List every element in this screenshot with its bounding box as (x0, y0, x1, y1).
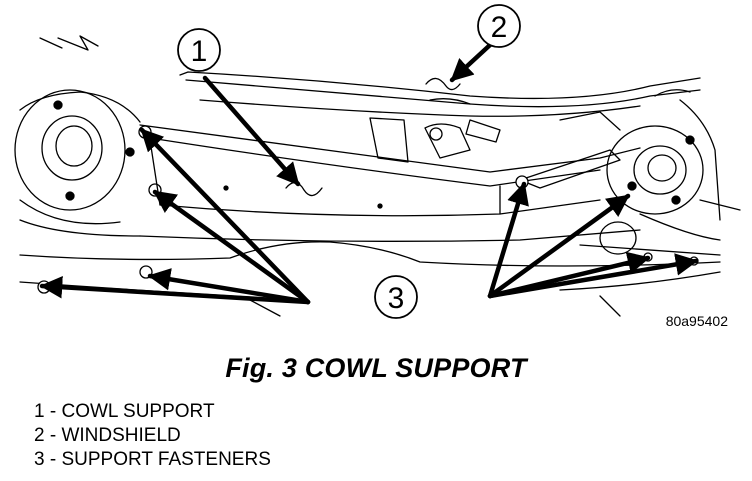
callout-3: 3 (374, 275, 418, 319)
windshield-lower-edge (179, 71, 701, 100)
arrow-fastener-1 (139, 127, 311, 305)
wiper-linkage (369, 98, 621, 163)
legend-separator: - (44, 449, 62, 470)
left-strut-tower (14, 89, 162, 225)
leader-arrows (39, 42, 699, 305)
arrow-fastener-6 (487, 193, 631, 299)
legend-separator: - (44, 425, 62, 446)
right-strut-tower (599, 89, 721, 255)
callout-circle (177, 28, 221, 72)
callout-number: 1 (191, 35, 208, 68)
legend-item: 2 - WINDSHIELD (34, 424, 271, 448)
arrow-fastener-5 (487, 181, 529, 299)
callout-1: 1 (177, 28, 221, 72)
arrow-cowl-support (202, 75, 301, 187)
arrow-fastener-3 (147, 268, 311, 305)
figure-reference-code: 80a95402 (666, 313, 729, 329)
cowl-support-bar (139, 124, 641, 242)
callout-number: 3 (388, 282, 405, 315)
legend-item: 1 - COWL SUPPORT (34, 400, 271, 424)
legend-label: SUPPORT FASTENERS (61, 449, 271, 470)
legend-separator: - (44, 401, 62, 422)
windshield-wave-mark (425, 77, 461, 91)
legend-label: WINDSHIELD (61, 425, 181, 446)
arrow-fastener-4 (39, 275, 311, 305)
legend-number: 1 (34, 401, 45, 422)
cowl-wave-mark (285, 181, 323, 197)
figure-caption: Fig. 3 COWL SUPPORT (225, 353, 527, 383)
arrow-fastener-2 (152, 189, 311, 305)
legend-number: 2 (34, 425, 45, 446)
callout-circle (374, 275, 418, 319)
arrow-windshield (449, 42, 493, 83)
flash-mark-icon (39, 35, 99, 51)
callout-circle (477, 4, 521, 48)
legend-label: COWL SUPPORT (61, 401, 215, 422)
callout-2: 2 (477, 4, 521, 48)
callout-number: 2 (491, 11, 508, 44)
legend-item: 3 - SUPPORT FASTENERS (34, 448, 271, 472)
legend-number: 3 (34, 449, 45, 470)
arrow-fastener-8 (487, 253, 699, 299)
legend: 1 - COWL SUPPORT 2 - WINDSHIELD 3 - SUPP… (34, 400, 271, 472)
